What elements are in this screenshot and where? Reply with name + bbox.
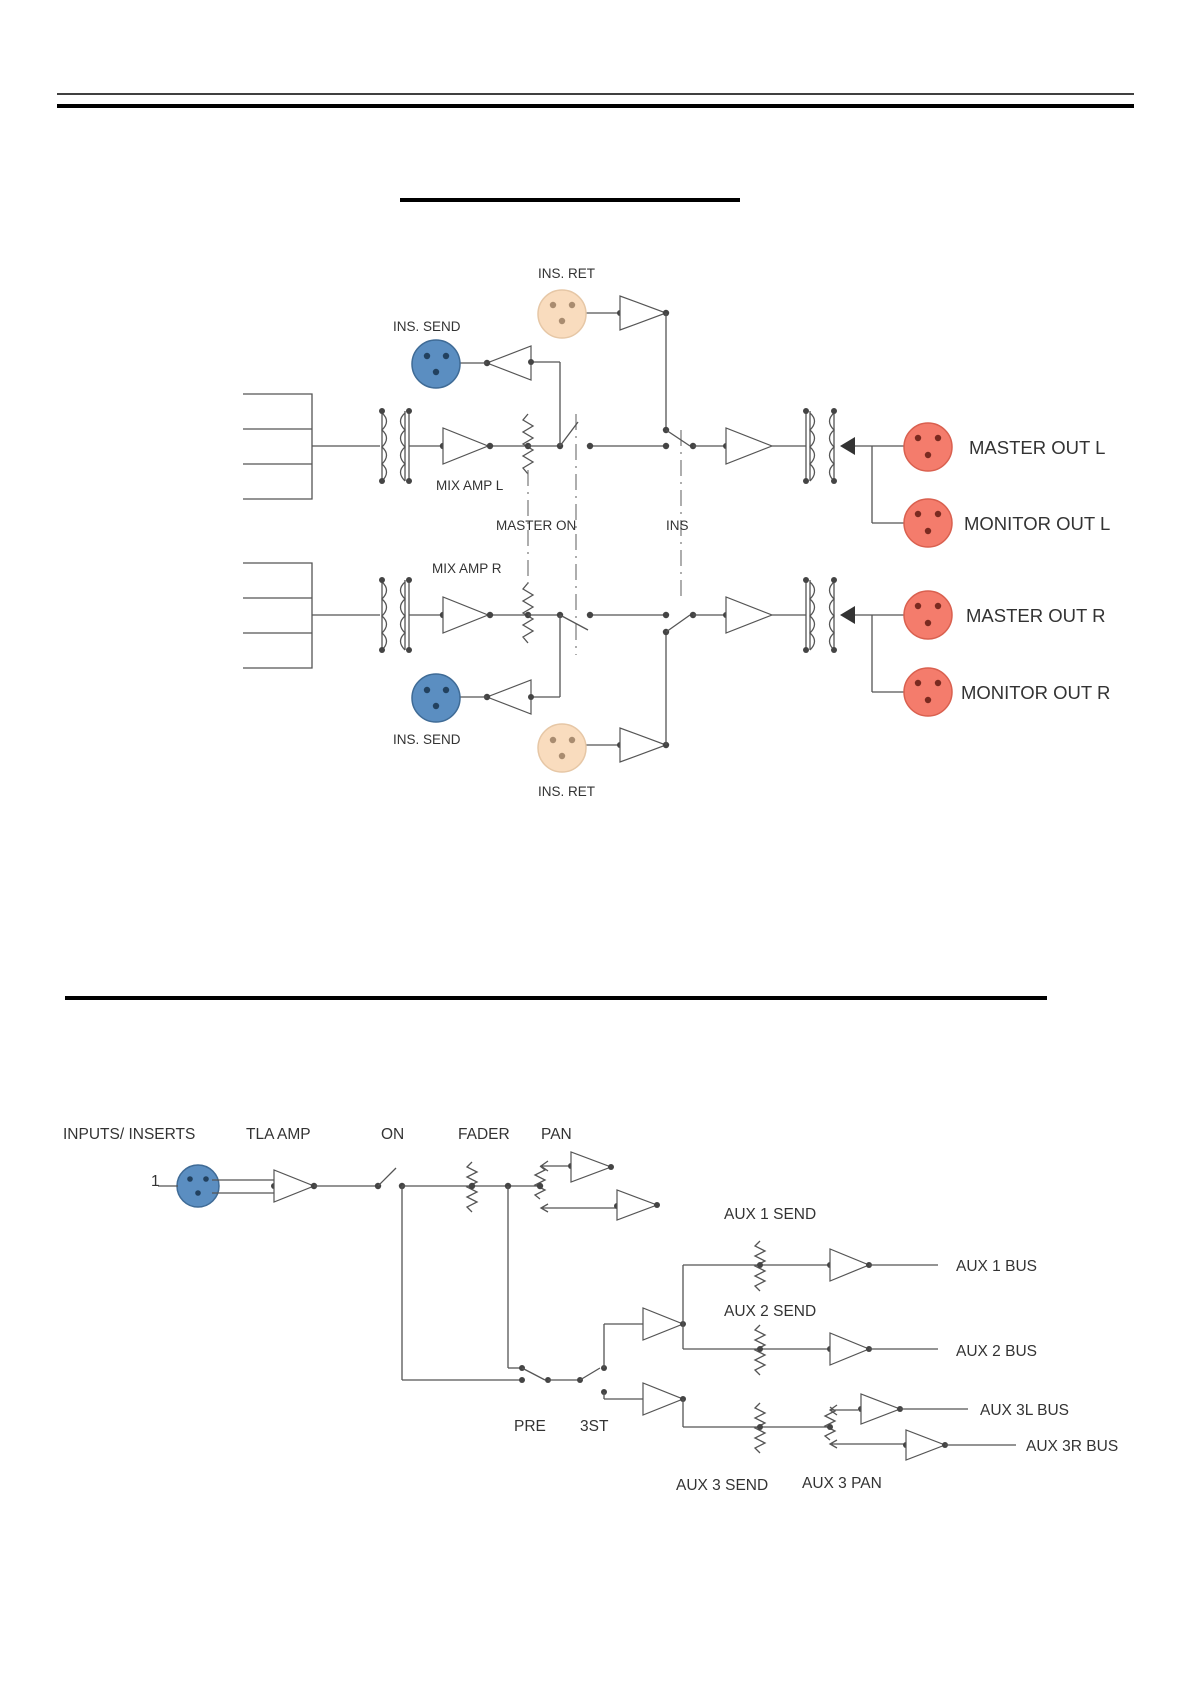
- monitor-out-l-connector: [904, 499, 952, 547]
- master-section: INS. RET INS. SEND MIX AMP L MASTER ON I…: [243, 266, 1110, 799]
- aux3l-bus-label: AUX 3L BUS: [980, 1402, 1069, 1419]
- ins-switch-r: [663, 612, 729, 632]
- ins-ret-connector-bottom: [538, 724, 586, 772]
- mix-amp-l-label: MIX AMP L: [436, 478, 504, 493]
- monitor-out-r-connector: [904, 668, 952, 716]
- master-on-switch-r: [528, 612, 664, 630]
- 3st-label: 3ST: [580, 1418, 609, 1435]
- tla-amp: [212, 1170, 378, 1202]
- aux3-pan-label: AUX 3 PAN: [802, 1475, 882, 1492]
- master-on-switch-l: [528, 422, 664, 449]
- pan-pot: [535, 1152, 660, 1220]
- aux2-send: [755, 1325, 938, 1375]
- ins-ret-label-top: INS. RET: [538, 266, 595, 281]
- pan-label: PAN: [541, 1126, 572, 1143]
- tla-amp-label: TLA AMP: [246, 1126, 311, 1143]
- on-switch: [375, 1168, 538, 1380]
- ins-send-label-top: INS. SEND: [393, 319, 461, 334]
- ins-ret-connector-top: [538, 290, 586, 338]
- aux3-send: [755, 1403, 765, 1453]
- ins-label: INS: [666, 518, 689, 533]
- ins-send-path-l: [460, 346, 560, 446]
- master-fader-l: [523, 414, 533, 474]
- bus-bracket-right: [243, 563, 380, 668]
- ins-switch-l: [663, 430, 729, 449]
- input-transformer-left: [379, 408, 446, 484]
- monitor-out-r-label: MONITOR OUT R: [961, 682, 1110, 703]
- aux2-send-label: AUX 2 SEND: [724, 1303, 816, 1320]
- master-out-l-connector: [904, 423, 952, 471]
- on-label: ON: [381, 1126, 404, 1143]
- monitor-out-l-label: MONITOR OUT L: [964, 513, 1110, 534]
- channel-fader: [467, 1162, 522, 1368]
- input-number-label: 1: [151, 1173, 160, 1190]
- ins-ret-path-l: [584, 296, 669, 433]
- fader-label: FADER: [458, 1126, 510, 1143]
- ins-ret-label-bottom: INS. RET: [538, 784, 595, 799]
- aux2-bus-label: AUX 2 BUS: [956, 1343, 1037, 1360]
- ins-ret-path-r: [584, 629, 669, 762]
- aux3-buffer: [643, 1383, 830, 1427]
- aux3r-bus-label: AUX 3R BUS: [1026, 1438, 1118, 1455]
- ins-send-path-r: [460, 615, 560, 714]
- master-out-r-label: MASTER OUT R: [966, 605, 1105, 626]
- input-transformer-right: [379, 577, 446, 653]
- aux1-bus-label: AUX 1 BUS: [956, 1258, 1037, 1275]
- pre-switch: [519, 1365, 578, 1383]
- output-amp-l: [726, 428, 806, 464]
- master-on-label: MASTER ON: [496, 518, 576, 533]
- output-transformer-l: [803, 408, 904, 523]
- master-out-r-connector: [904, 591, 952, 639]
- output-transformer-r: [803, 577, 904, 692]
- mix-amp-r-label: MIX AMP R: [432, 561, 502, 576]
- ins-send-label-bottom: INS. SEND: [393, 732, 461, 747]
- bus-bracket-left: [243, 394, 380, 499]
- pre-label: PRE: [514, 1418, 546, 1435]
- channel-section: INPUTS/ INSERTS 1 TLA AMP ON FADER PAN A…: [63, 1126, 1118, 1494]
- output-amp-r: [726, 597, 806, 633]
- inputs-inserts-label: INPUTS/ INSERTS: [63, 1126, 195, 1143]
- master-out-l-label: MASTER OUT L: [969, 437, 1105, 458]
- aux1-send-label: AUX 1 SEND: [724, 1206, 816, 1223]
- 3st-switch: [577, 1324, 643, 1399]
- mix-amp-l: [443, 428, 528, 464]
- ins-send-connector-top: [412, 340, 460, 388]
- aux1-send: [755, 1241, 938, 1291]
- aux3-send-label: AUX 3 SEND: [676, 1477, 768, 1494]
- master-fader-r: [523, 583, 533, 643]
- mix-amp-r: [443, 597, 528, 633]
- ins-send-connector-bottom: [412, 674, 460, 722]
- input-connector: [158, 1165, 219, 1207]
